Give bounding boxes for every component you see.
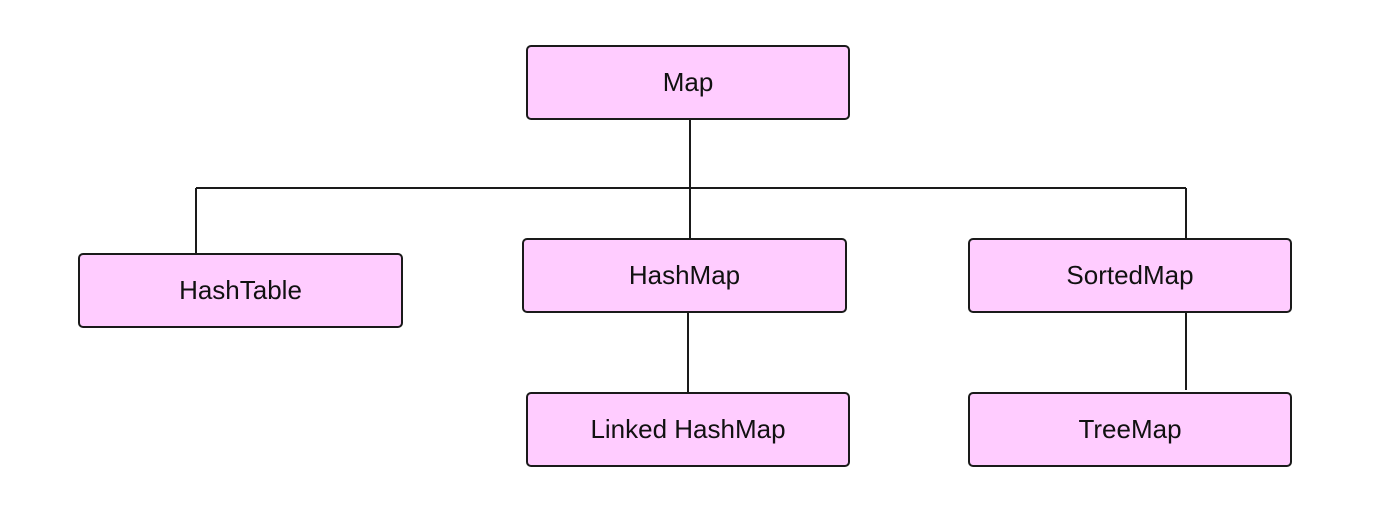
node-treemap: TreeMap [968,392,1292,467]
node-sortedmap: SortedMap [968,238,1292,313]
node-hashmap: HashMap [522,238,847,313]
node-linked-hashmap: Linked HashMap [526,392,850,467]
node-hashtable: HashTable [78,253,403,328]
node-map: Map [526,45,850,120]
